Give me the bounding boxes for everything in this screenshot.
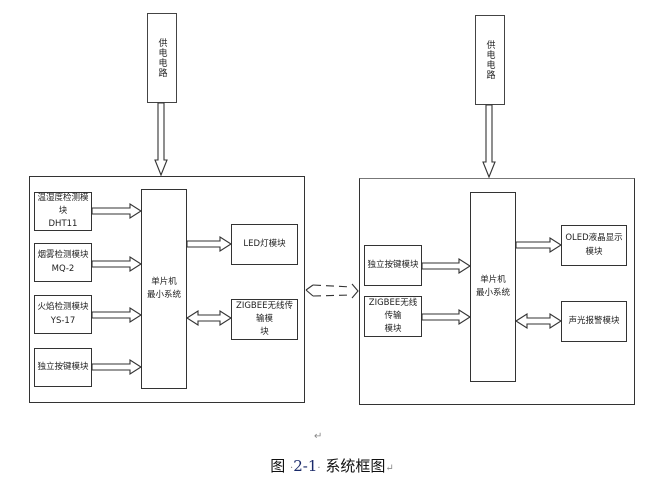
- left-led-arrow: [186, 235, 233, 253]
- right-alarm-module: 声光报警模块: [561, 301, 627, 342]
- right-oled-arrow: [515, 236, 563, 254]
- right-mcu-box: 单片机 最小系统: [470, 192, 516, 382]
- paragraph-mark: ↵: [314, 431, 323, 442]
- left-key-module: 独立按键模块: [34, 348, 92, 387]
- right-key-arrow: [421, 257, 472, 275]
- caption-mark: ↵: [385, 463, 394, 474]
- left-led-module: LED灯模块: [231, 224, 298, 265]
- left-mcu-label: 单片机 最小系统: [146, 276, 181, 300]
- left-input-arrow-2: [91, 255, 143, 273]
- left-power-arrow: [154, 102, 168, 177]
- figure-caption: 图 ·2-1· 系统框图↵: [270, 457, 394, 475]
- left-key-label: 独立按键模块: [37, 361, 89, 372]
- left-input-arrow-3: [91, 306, 143, 324]
- right-mcu-label: 单片机 最小系统: [475, 274, 510, 298]
- left-led-label: LED灯模块: [243, 238, 286, 249]
- left-input-arrow-1: [91, 202, 143, 220]
- right-power-supply-label: 供电电路: [484, 40, 495, 80]
- left-flame-label: 火焰检测模块 YS-17: [37, 302, 89, 326]
- left-board-frame: [29, 176, 305, 403]
- right-zigbee-arrow: [421, 308, 472, 326]
- left-power-supply-box: 供电电路: [147, 13, 177, 103]
- left-zigbee-biarrow: [185, 309, 233, 327]
- right-key-label: 独立按键模块: [367, 259, 419, 270]
- left-power-supply-label: 供电电路: [156, 38, 167, 78]
- left-smoke-module: 烟雾检测模块 MQ-2: [34, 243, 92, 282]
- left-zigbee-label: ZIGBEE无线传输模 块: [236, 300, 293, 338]
- left-flame-module: 火焰检测模块 YS-17: [34, 295, 92, 334]
- left-input-arrow-4: [91, 358, 143, 376]
- right-alarm-label: 声光报警模块: [568, 315, 620, 326]
- caption-title: 系统框图: [325, 457, 386, 475]
- left-temp-humidity-label: 温湿度检测模块 DHT11: [37, 192, 89, 230]
- caption-prefix: 图: [270, 457, 286, 475]
- wireless-link: [305, 283, 359, 299]
- caption-number: 2-1: [293, 457, 318, 475]
- right-alarm-biarrow: [514, 312, 563, 330]
- right-board-frame: [359, 178, 635, 405]
- right-power-arrow: [482, 104, 496, 179]
- right-oled-module: OLED液晶显示模块: [561, 225, 627, 266]
- left-mcu-box: 单片机 最小系统: [141, 189, 187, 389]
- right-zigbee-label: ZIGBEE无线传输 模块: [368, 297, 418, 335]
- left-smoke-label: 烟雾检测模块 MQ-2: [37, 250, 89, 274]
- left-temp-humidity-module: 温湿度检测模块 DHT11: [34, 192, 92, 231]
- right-zigbee-module: ZIGBEE无线传输 模块: [364, 296, 422, 337]
- right-oled-label: OLED液晶显示模块: [565, 233, 623, 257]
- left-zigbee-module: ZIGBEE无线传输模 块: [231, 299, 298, 340]
